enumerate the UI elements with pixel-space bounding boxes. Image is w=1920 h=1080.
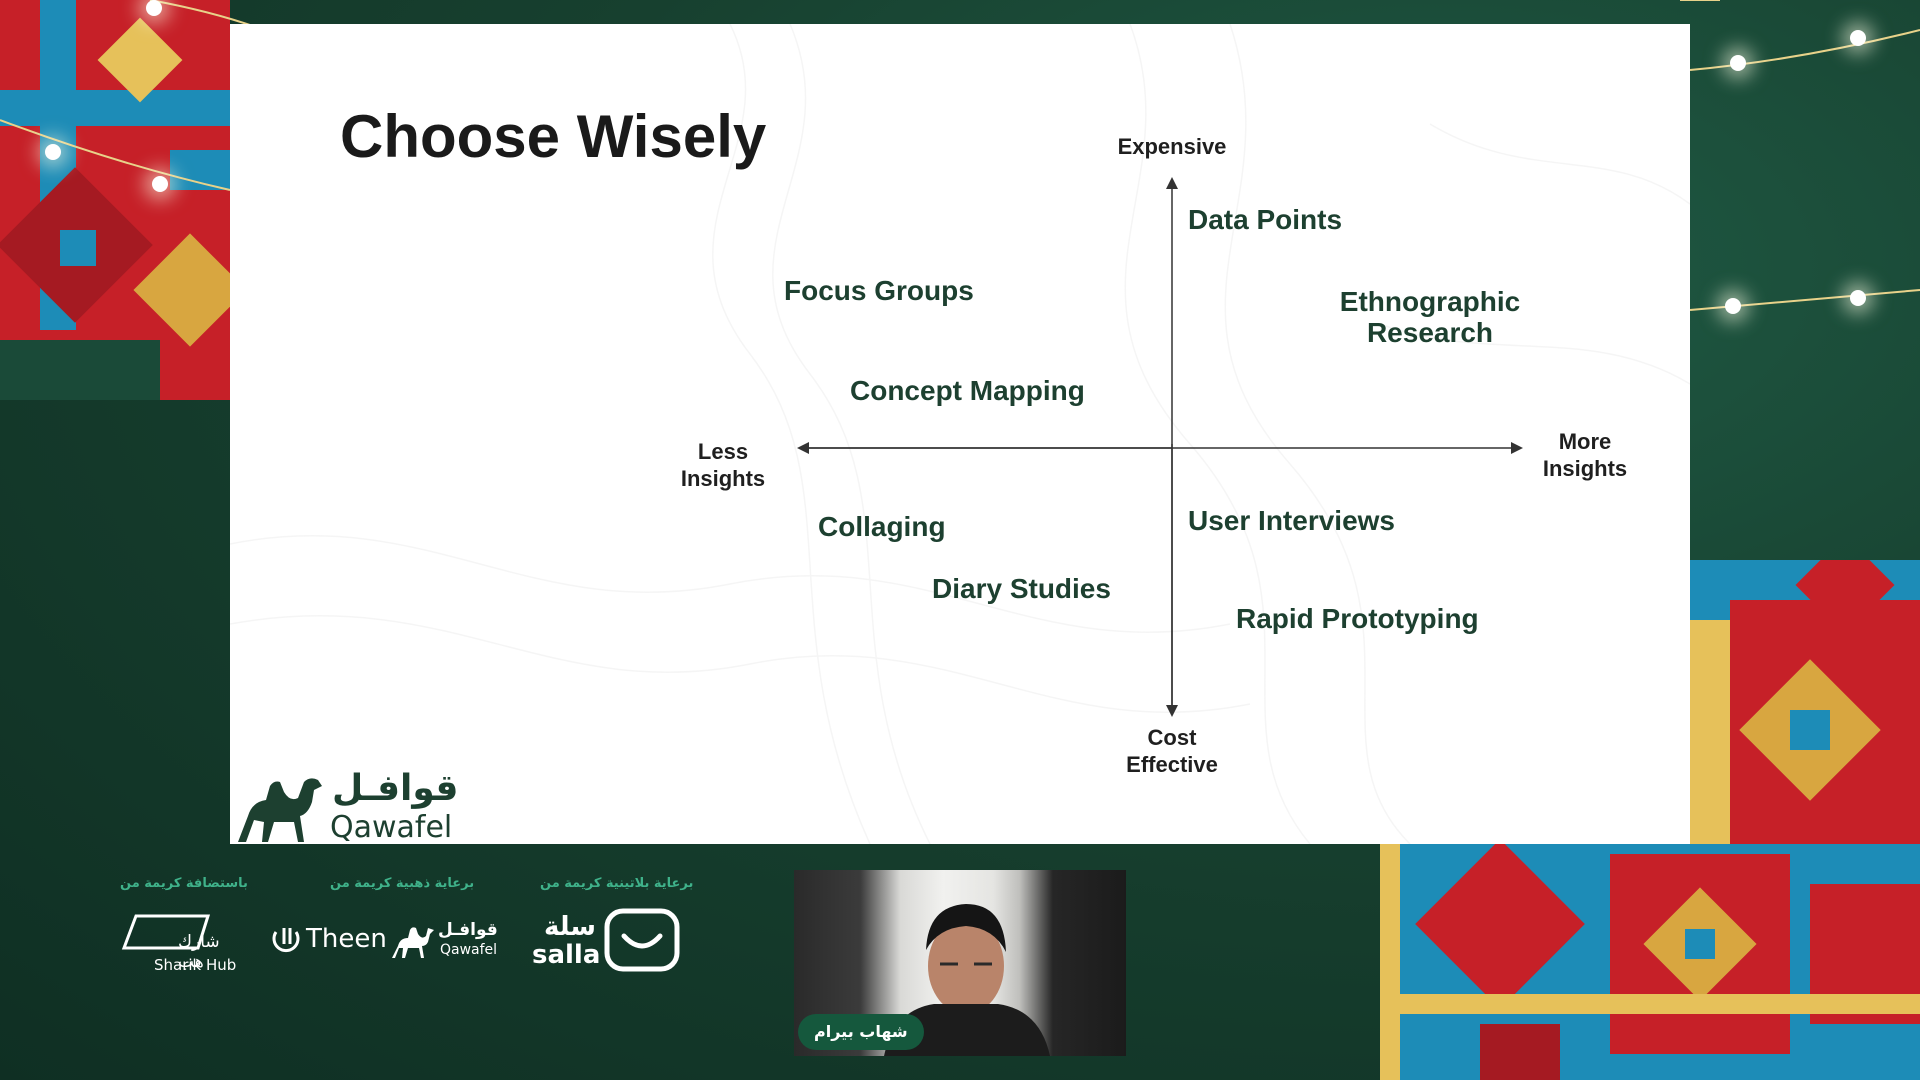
method-collaging: Collaging: [818, 511, 946, 542]
sharik-hub-english: Sharik Hub: [154, 956, 237, 974]
light-bulb: [1725, 298, 1741, 314]
sharik-hub-logo: شارك هب Sharik Hub: [108, 906, 248, 976]
axis-label-insights-right: Insights: [1542, 456, 1628, 481]
salla-logo: سلة salla: [530, 906, 680, 976]
sharik-hub-arabic: شارك هب: [178, 932, 220, 972]
salla-arabic-wordmark: سلة: [544, 912, 596, 942]
qawafel-english-wordmark: Qawafel: [330, 810, 453, 844]
sharik-hub-mark-icon: [121, 914, 211, 950]
speaker-video-feed: شهاب بيرام: [794, 870, 1126, 1056]
method-diary-studies: Diary Studies: [932, 573, 1111, 604]
decorative-mosaic-right: [1690, 560, 1920, 850]
contour-background-pattern: [230, 24, 1690, 844]
method-data-points: Data Points: [1188, 204, 1343, 235]
method-concept-mapping: Concept Mapping: [850, 375, 1085, 406]
theen-wordmark: Theen: [306, 924, 387, 954]
axis-label-cost-effective: Cost Effective: [1102, 724, 1242, 778]
axis-label-more: More: [1558, 429, 1612, 454]
speaker-silhouette: [884, 904, 1050, 1056]
qawafel-sponsor-english: Qawafel: [440, 942, 498, 958]
host-caption: باستضافة كريمة من: [120, 876, 248, 891]
camel-icon: [392, 927, 434, 958]
qawafel-sponsor-logo: قوافـل Qawafel: [390, 920, 510, 966]
qawafel-arabic-wordmark: قوافـل: [332, 768, 459, 809]
axis-label-effective: Effective: [1126, 752, 1218, 777]
method-ethnographic-research: Ethnographic Research: [1310, 286, 1550, 348]
decorative-mosaic-top-left: [0, 0, 230, 400]
theen-logo: Theen: [270, 922, 390, 962]
method-ethnographic-line2: Research: [1366, 317, 1494, 348]
qawafel-slide-logo: قوافـل Qawafel: [234, 768, 474, 844]
theen-mark-icon: [272, 928, 300, 953]
platinum-sponsor-caption: برعاية بلاتينية كريمة من: [540, 876, 694, 891]
camel-caravan-icon: [238, 778, 322, 842]
speaker-name-badge: شهاب بيرام: [798, 1014, 924, 1050]
light-bulb: [152, 176, 168, 192]
quadrant-axes: [797, 177, 1523, 717]
method-focus-groups: Focus Groups: [784, 275, 974, 306]
light-bulb: [45, 144, 61, 160]
axis-label-cost: Cost: [1147, 725, 1197, 750]
decorative-mosaic-bottom-right: [1380, 844, 1920, 1080]
method-rapid-prototyping: Rapid Prototyping: [1236, 603, 1479, 634]
axis-label-expensive: Expensive: [1117, 134, 1227, 159]
light-bulb: [146, 0, 162, 16]
axis-label-less: Less: [697, 439, 749, 464]
qawafel-sponsor-arabic: قوافـل: [438, 920, 498, 940]
presentation-slide: Choose Wisely Expensive Cost Effective L…: [230, 24, 1690, 844]
axis-label-less-insights: Less Insights: [668, 438, 778, 492]
gold-sponsor-caption: برعاية ذهبية كريمة من: [330, 876, 475, 891]
salla-english-wordmark: salla: [532, 940, 601, 970]
salla-bag-icon: [604, 908, 680, 972]
slide-title: Choose Wisely: [340, 103, 767, 170]
light-bulb: [1730, 55, 1746, 71]
light-bulb: [1850, 290, 1866, 306]
axis-label-more-insights: More Insights: [1530, 428, 1640, 482]
method-ethnographic-line1: Ethnographic: [1339, 286, 1521, 317]
axis-label-insights-left: Insights: [680, 466, 766, 491]
string-lights-right: [1680, 0, 1920, 311]
method-user-interviews: User Interviews: [1188, 505, 1395, 536]
light-bulb: [1850, 30, 1866, 46]
